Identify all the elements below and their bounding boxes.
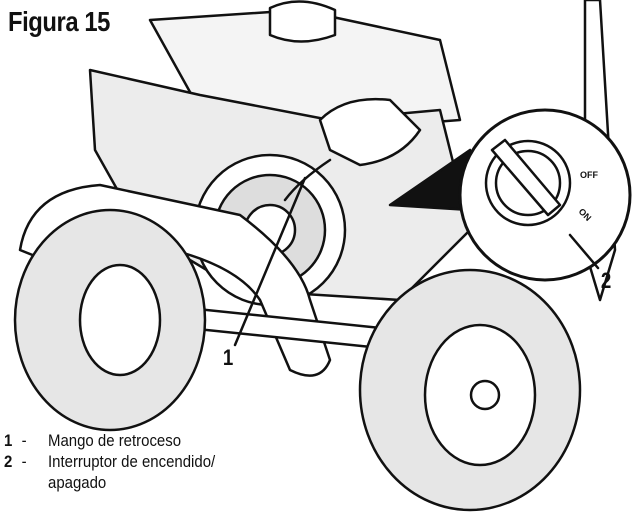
legend-text: Mango de retroceso xyxy=(48,431,182,450)
legend-number: 1 xyxy=(4,431,13,450)
legend-item: 1 - Mango de retroceso xyxy=(4,430,277,451)
legend: 1 - Mango de retroceso 2 - Interruptor d… xyxy=(4,430,277,493)
callout-2-number: 2 xyxy=(600,268,612,293)
legend-dash: - xyxy=(21,452,27,471)
legend-text: Interruptor de encendido/ apagado xyxy=(48,452,216,492)
on-off-switch-knob xyxy=(484,138,572,227)
callout-1-leader xyxy=(233,176,307,347)
legend-dash: - xyxy=(21,431,27,450)
legend-number: 2 xyxy=(4,452,13,471)
switch-off-label: OFF xyxy=(580,170,598,180)
callout-1-number: 1 xyxy=(222,345,234,370)
hand xyxy=(318,98,422,167)
legend-item: 2 - Interruptor de encendido/ apagado xyxy=(4,451,277,493)
fuel-cap xyxy=(268,0,337,43)
callout-2-leader xyxy=(568,233,600,270)
figure-title: Figura 15 xyxy=(8,6,110,37)
